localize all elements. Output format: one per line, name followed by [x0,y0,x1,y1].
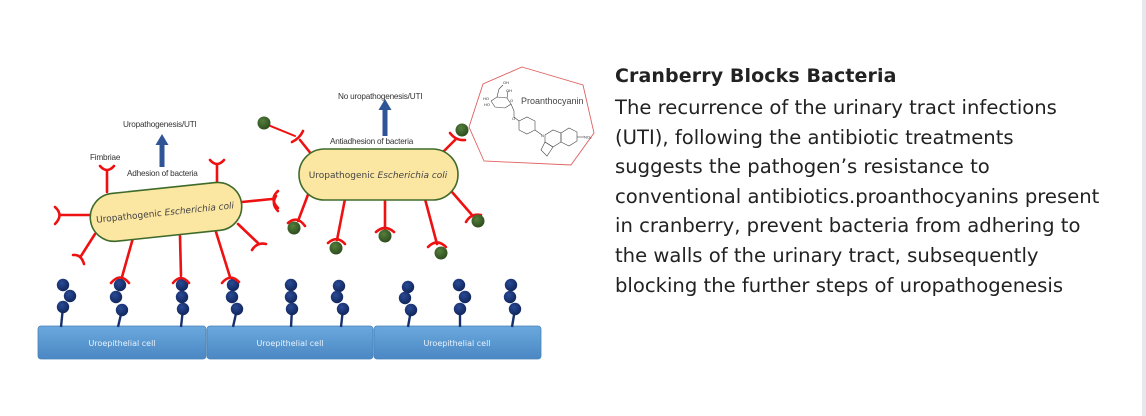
fimbria [423,197,448,249]
chemical-structure-icon [490,84,584,157]
bacterium-2-fimbriae [267,124,483,249]
cranberry-mechanism-figure: Uroepithelial cell Uroepithelial cell Ur… [37,66,595,360]
chem-group-label: OH [503,80,509,85]
receptor [175,278,190,328]
no-uropathogenesis-label: No uropathogenesis/UTI [338,92,422,101]
chem-group-label: NO₂ [584,135,592,140]
receptor-bead [226,278,240,292]
up-arrow-icon [155,134,169,167]
receptor-bead [285,302,299,316]
receptor-bead [398,291,412,305]
receptor [225,278,244,328]
receptor-bead [404,303,418,317]
receptor [503,278,522,328]
receptor-bead [115,303,129,317]
proanthocyanin-dot [287,221,301,235]
receptor-bead [336,302,350,316]
receptor-bead [503,290,517,304]
arrows [155,99,392,167]
antiadhesion-label: Antiadhesion of bacteria [330,137,414,146]
receptor-bead [56,300,70,314]
receptor-bead [63,289,77,303]
chem-group-label: N [541,133,544,138]
proanthocyanin-dot [455,123,469,137]
proanthocyanin-molecules [257,116,485,260]
receptor-bead [175,290,189,304]
receptor [330,279,350,328]
chem-group-label: HO [484,102,490,107]
up-arrow-icon [378,99,392,136]
article-text: Cranberry Blocks Bacteria The recurrence… [615,62,1115,300]
receptor-bead [109,290,123,304]
fimbria [53,205,92,226]
scrollbar-track[interactable] [1142,0,1146,416]
fimbria [374,197,396,234]
cell-label: Uroepithelial cell [256,339,323,348]
fimbria [286,190,311,228]
proanthocyanin-dot [378,229,392,243]
fimbria [236,222,268,252]
fimbria [98,164,116,194]
fimbria [290,129,314,157]
fimbria [208,158,226,187]
receptor-bead [175,278,189,292]
fimbria [440,131,467,155]
receptor-bead [113,278,127,292]
fimbria [71,232,97,266]
uroepithelial-cells: Uroepithelial cell Uroepithelial cell Ur… [37,325,542,360]
adhesion-label: Adhesion of bacteria [127,169,198,178]
receptor [109,278,129,328]
receptor [56,278,77,328]
chem-group-label: HO [483,96,489,101]
cell-label: Uroepithelial cell [88,339,155,348]
uroepithelial-cell: Uroepithelial cell [206,325,374,360]
article-title: Cranberry Blocks Bacteria [615,65,897,87]
receptor-bead [452,278,466,292]
fimbria [240,189,280,210]
receptor-bead [56,278,70,292]
chem-group-label: O [512,116,515,121]
receptor [452,278,472,327]
heptagon-outline [468,66,595,166]
article-body: The recurrence of the urinary tract infe… [615,96,1100,297]
proanthocyanin-dot [257,116,271,130]
receptor-bead [401,280,415,294]
receptor-bead [284,290,298,304]
receptor-bead [453,302,467,316]
bacterium-1: Uropathogenic Escherichia coli [89,181,243,243]
receptor-bead [176,302,190,316]
chem-group-label: O [510,98,513,103]
cell-label: Uroepithelial cell [423,339,490,348]
receptor-bead [225,290,239,304]
receptor-bead [508,302,522,316]
proanthocyanin-dot [471,214,485,228]
bacterium-label: Uropathogenic Escherichia coli [309,171,448,181]
uroepithelial-cell: Uroepithelial cell [37,325,207,360]
proanthocyanin-dot [434,246,448,260]
uroepithelial-cell: Uroepithelial cell [373,325,542,360]
chem-group-label: OH [506,88,512,93]
receptor [284,278,299,328]
fimbriae-label: Fimbriae [90,153,121,162]
receptor-bead [504,278,518,292]
proanthocyanin-structure-inset: OH OH HO HO O O N NO₂ Proanthocyanin [468,66,595,166]
proanthocyanin-label: Proanthocyanin [521,96,584,106]
receptor-bead [330,290,344,304]
receptor [398,280,418,328]
bacterium-2: Uropathogenic Escherichia coli [298,148,459,201]
receptor-bead [458,290,472,304]
proanthocyanin-dot [329,241,343,255]
fimbria [214,230,241,285]
fimbria [171,234,191,285]
fimbria-approach-line [267,124,296,137]
mechanism-diagram: Uroepithelial cell Uroepithelial cell Ur… [37,66,595,360]
receptor-bead [284,278,298,292]
cell-receptors [56,278,522,328]
receptor-bead [230,302,244,316]
fimbria [272,194,280,213]
uropathogenesis-label: Uropathogenesis/UTI [123,120,197,129]
fimbria [326,197,347,246]
fimbria [109,236,135,285]
receptor-bead [332,279,346,293]
